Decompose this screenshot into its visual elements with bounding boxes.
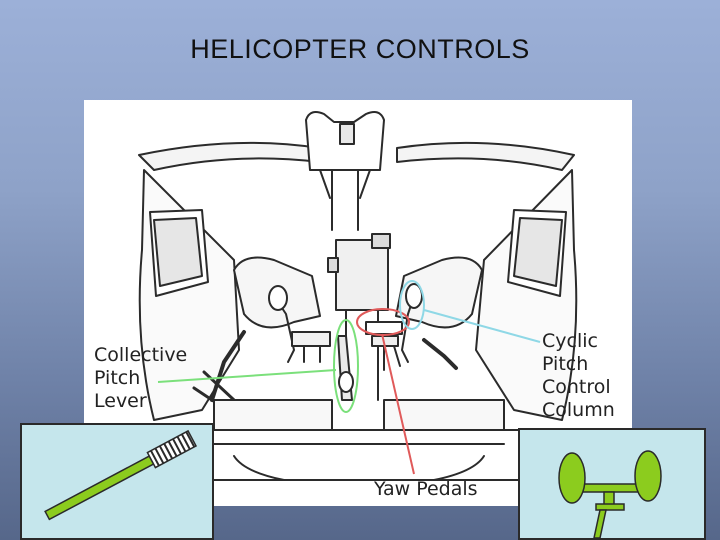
cyclic-line-3: Control <box>542 376 611 398</box>
cyclic-line-1: Cyclic <box>542 330 598 352</box>
lever-illustration <box>44 429 198 521</box>
cyclic-line-4: Column <box>542 399 615 421</box>
cyclic-pitch-control-column-label: Cyclic Pitch Control Column <box>542 330 615 422</box>
collective-pitch-lever-label: Collective Pitch Lever <box>94 344 187 413</box>
cockpit-drawing <box>138 111 578 481</box>
collective-line-2: Pitch <box>94 367 141 389</box>
collective-line-1: Collective <box>94 344 188 366</box>
yaw-pedals-label: Yaw Pedals <box>374 478 478 500</box>
pedals-illustration <box>558 450 662 538</box>
collective-line-3: Lever <box>94 390 147 412</box>
collective-lever-inset <box>20 423 214 540</box>
yaw-pedals-inset <box>518 428 706 540</box>
cyclic-line-2: Pitch <box>542 353 589 375</box>
slide-title: HELICOPTER CONTROLS <box>190 34 530 64</box>
